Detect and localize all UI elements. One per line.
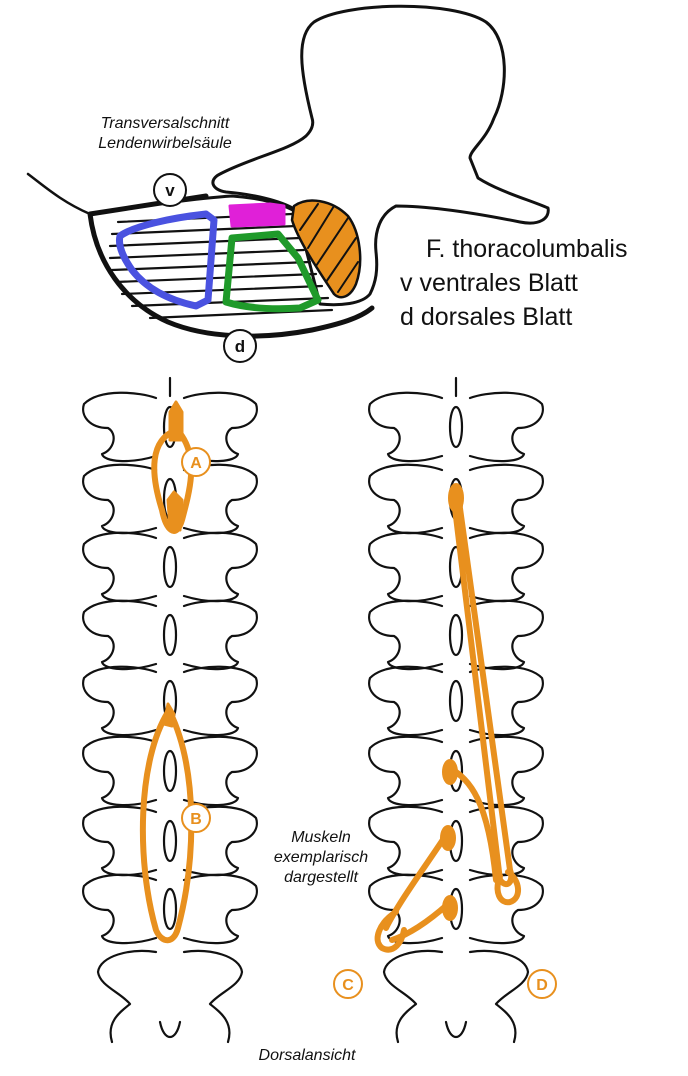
marker-v-label: v <box>165 181 175 200</box>
spinous-process-1 <box>450 407 462 447</box>
legend: F. thoracolumbalis v ventrales Blatt d d… <box>400 232 601 334</box>
legend-title: F. thoracolumbalis <box>426 232 627 266</box>
marker-c: C <box>334 970 362 998</box>
muscles-note-line3: dargestellt <box>256 868 386 888</box>
spinous-process-5 <box>450 681 462 721</box>
vertebra-4 <box>369 601 543 669</box>
skin-line <box>28 174 90 214</box>
spinous-process-7 <box>164 821 176 861</box>
muscle-b-tendon <box>164 704 174 726</box>
vertebra-3 <box>369 533 543 601</box>
muscles-note-line1: Muskeln <box>256 828 386 848</box>
section-label-line2: Lendenwirbelsäule <box>60 134 270 154</box>
right-spine <box>369 378 543 1042</box>
magenta-patch <box>230 204 284 226</box>
spinous-process-4 <box>450 615 462 655</box>
muscles-note-line2: exemplarisch <box>256 848 386 868</box>
spinous-process-4 <box>164 615 176 655</box>
marker-d-orange: D <box>528 970 556 998</box>
spinous-process-3 <box>164 547 176 587</box>
vertebra-4 <box>83 601 257 669</box>
vertebra-7 <box>369 807 543 875</box>
marker-d-orange-label: D <box>536 977 548 994</box>
vertebra-3 <box>83 533 257 601</box>
marker-c-label: C <box>342 977 354 994</box>
muscle-long-d <box>454 494 511 884</box>
muscle-a-tendon <box>170 402 182 440</box>
vertebra-7 <box>83 807 257 875</box>
spinous-process-6 <box>164 751 176 791</box>
legend-ventral: v ventrales Blatt <box>400 266 601 300</box>
sacrum <box>98 951 242 1042</box>
marker-d-label: d <box>235 337 245 356</box>
section-label: Transversalschnitt Lendenwirbelsäule <box>60 114 270 154</box>
sacrum <box>384 951 528 1042</box>
legend-dorsal: d dorsales Blatt <box>400 300 601 334</box>
muscle-a-tendon-lower <box>168 492 182 530</box>
view-label: Dorsalansicht <box>232 1046 382 1066</box>
marker-a-label: A <box>190 455 202 472</box>
muscle-d-end <box>498 872 518 902</box>
spinous-process-8 <box>164 889 176 929</box>
section-label-line1: Transversalschnitt <box>60 114 270 134</box>
vertebra-5 <box>369 667 543 735</box>
muscles-note: Muskeln exemplarisch dargestellt <box>256 828 386 888</box>
marker-d: d <box>224 330 256 362</box>
vertebra-6 <box>83 737 257 805</box>
vertebra-8 <box>83 875 257 943</box>
marker-v: v <box>154 174 186 206</box>
marker-a: A <box>182 448 210 476</box>
marker-b: B <box>182 804 210 832</box>
vertebra-1 <box>369 393 543 461</box>
marker-b-label: B <box>190 811 202 828</box>
